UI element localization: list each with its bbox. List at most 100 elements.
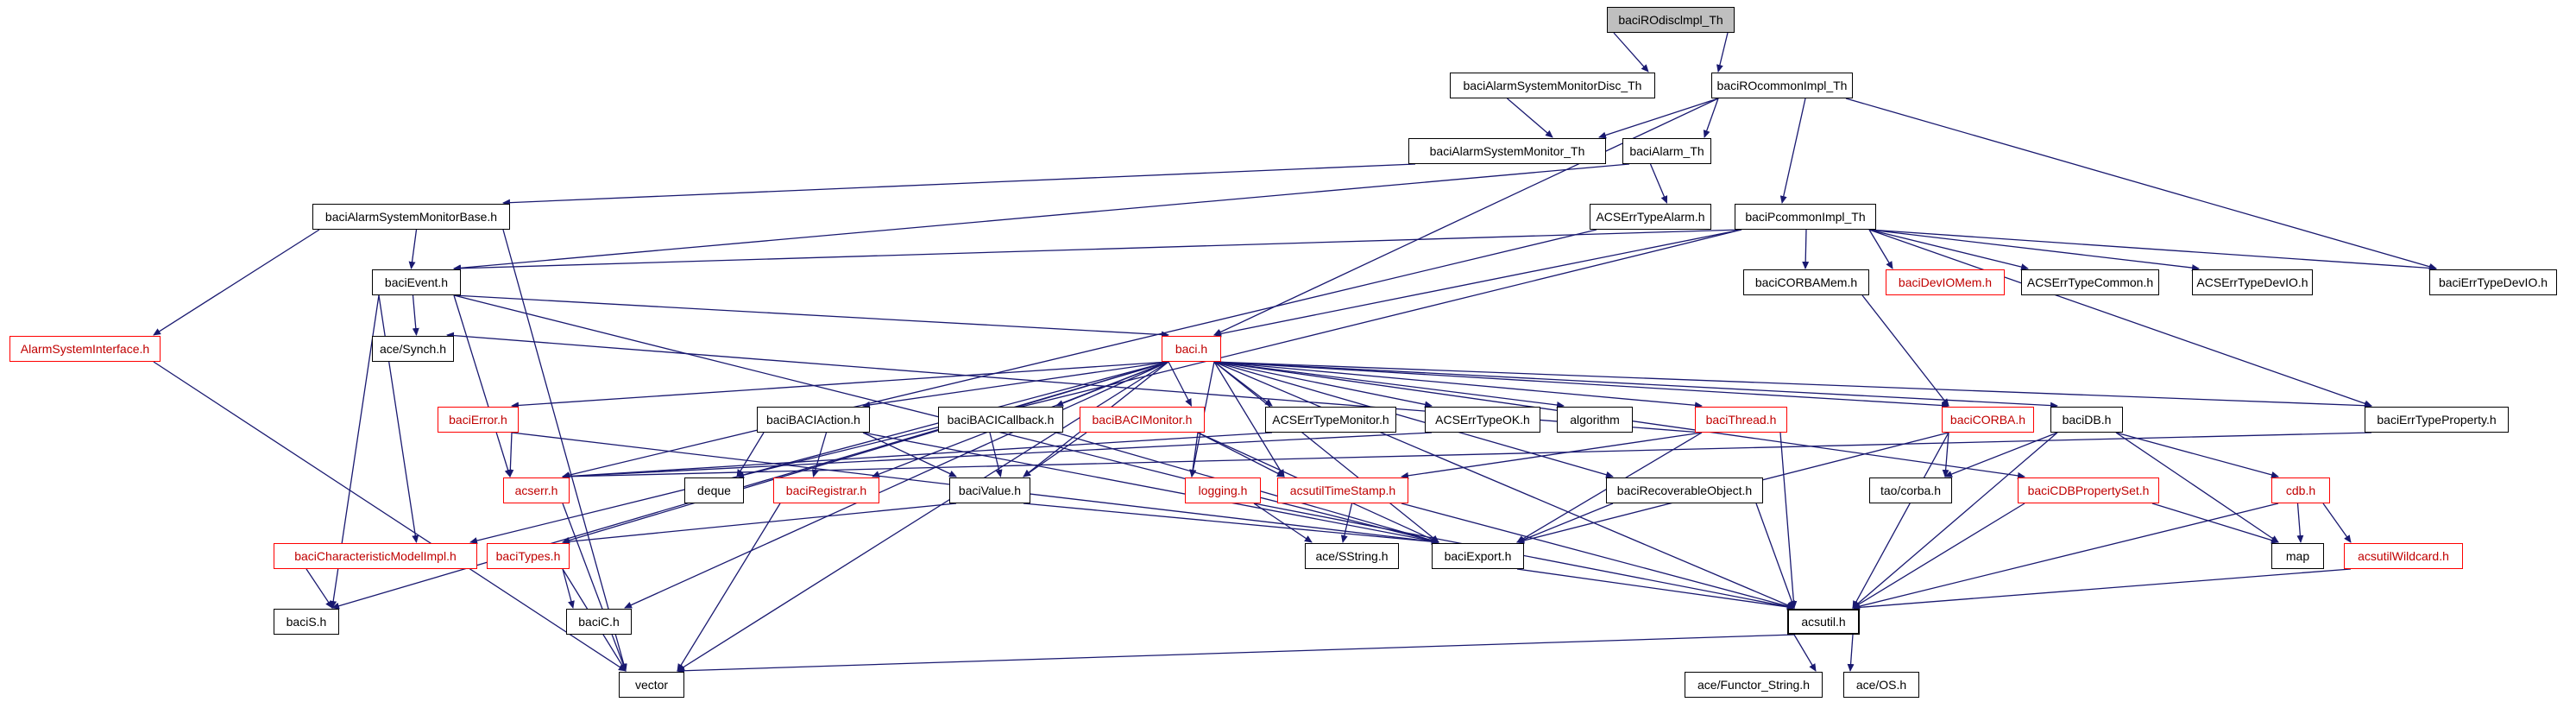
edge-acsutilwildcard-h-to-acsutil-h — [1852, 568, 2352, 611]
edge-bacithread-h-to-acsutil-h — [1779, 432, 1798, 609]
edge-bacialarmsystemmonitorbase-h-to-vector — [502, 229, 627, 672]
node-logging-h[interactable]: logging.h — [1185, 477, 1261, 503]
node-bacibacimonitor-h[interactable]: baciBACIMonitor.h — [1080, 407, 1205, 433]
edge-acserrtypemonitor-h-to-acserr-h — [562, 432, 1273, 480]
edge-bacievent-h-to-acserr-h — [453, 294, 512, 477]
edge-bacipcommonimpl-th-to-acserrtypecommon-h — [1868, 229, 2029, 270]
node-acsutilwildcard-h[interactable]: acsutilWildcard.h — [2344, 543, 2463, 569]
node-cdb-h[interactable]: cdb.h — [2271, 477, 2330, 503]
node-vector: vector — [619, 672, 684, 698]
node-bacidb-h[interactable]: baciDB.h — [2050, 407, 2123, 433]
edge-baci-h-to-bacis-h — [331, 361, 1169, 610]
node-acsutiltimestamp-h[interactable]: acsutilTimeStamp.h — [1277, 477, 1408, 503]
node-bacithread-h[interactable]: baciThread.h — [1695, 407, 1787, 433]
edge-bacipcommonimpl-th-to-bacideviomem-h — [1868, 229, 1893, 269]
node-acserrtypealarm-h[interactable]: ACSErrTypeAlarm.h — [1590, 204, 1711, 230]
edge-bacivalue-h-to-baciexport-h — [1023, 503, 1439, 546]
node-bacialarmsystemmonitordisc-th[interactable]: baciAlarmSystemMonitorDisc_Th — [1450, 73, 1655, 98]
edge-cdb-h-to-acsutilwildcard-h — [2322, 503, 2352, 543]
edge-baci-h-to-bacirecoverableobject-h — [1213, 361, 1614, 478]
node-baci-h[interactable]: baci.h — [1162, 336, 1221, 362]
node-bacialarm-th[interactable]: baciAlarm_Th — [1622, 138, 1711, 164]
edge-bacipcommonimpl-th-to-bacierrtypedevio-h — [1868, 229, 2437, 272]
edge-baci-h-to-baciexport-h — [1213, 361, 1439, 543]
edge-bacibacimonitor-h-to-logging-h — [1189, 432, 1199, 477]
edge-bacicorbamem-h-to-bacicorba-h — [1861, 294, 1949, 407]
node-bacibaciaction-h[interactable]: baciBACIAction.h — [757, 407, 870, 433]
edge-logging-h-to-ace-sstring-h — [1253, 503, 1313, 543]
edge-bacialarm-th-to-acserrtypealarm-h — [1649, 163, 1668, 204]
edge-bacirecoverableobject-h-to-acsutil-h — [1755, 503, 1796, 609]
node-bacivalue-h[interactable]: baciValue.h — [949, 477, 1030, 503]
edge-bacipcommonimpl-th-to-acserrtypedevio-h — [1868, 229, 2200, 272]
node-ace-sstring-h: ace/SString.h — [1305, 543, 1399, 569]
edge-bacitypes-h-to-bacic-h — [562, 568, 575, 609]
node-ace-functor-string-h: ace/Functor_String.h — [1685, 672, 1823, 698]
edge-logging-h-to-acsutil-h — [1253, 503, 1795, 610]
node-bacibacicallback-h[interactable]: baciBACICallback.h — [938, 407, 1063, 433]
edge-bacievent-h-to-baci-h — [453, 294, 1169, 338]
edge-bacidb-h-to-tao-corba-h — [1944, 432, 2058, 477]
node-acsutil-h[interactable]: acsutil.h — [1787, 609, 1860, 635]
edge-baci-h-to-bacibacimonitor-h — [1168, 361, 1193, 407]
edge-bacicharacteristicmodelimpl-h-to-bacis-h — [305, 568, 333, 609]
edge-baci-h-to-bacierrtypeproperty-h — [1213, 361, 2372, 409]
node-bacierrtypedevio-h[interactable]: baciErrTypeDevIO.h — [2429, 269, 2557, 295]
edge-bacirocommonimpl-th-to-baci-h — [1213, 98, 1719, 336]
node-acserrtypemonitor-h[interactable]: ACSErrTypeMonitor.h — [1265, 407, 1396, 433]
edge-bacibacimonitor-h-to-acsutiltimestamp-h — [1197, 432, 1285, 477]
node-bacicdbpropertyset-h[interactable]: baciCDBPropertySet.h — [2018, 477, 2159, 503]
node-bacicharacteristicmodelimpl-h[interactable]: baciCharacteristicModelImpl.h — [274, 543, 477, 569]
edge-bacipcommonimpl-th-to-baci-h — [1213, 229, 1742, 338]
edge-baci-h-to-bacithread-h — [1213, 361, 1703, 409]
node-acserrtypeok-h[interactable]: ACSErrTypeOK.h — [1425, 407, 1540, 433]
node-baciregistrar-h[interactable]: baciRegistrar.h — [773, 477, 879, 503]
node-bacis-h[interactable]: baciS.h — [274, 609, 339, 635]
edge-bacivalue-h-to-bacitypes-h — [562, 503, 957, 546]
edge-bacithread-h-to-acsutiltimestamp-h — [1401, 432, 1703, 479]
node-bacicorba-h[interactable]: baciCORBA.h — [1942, 407, 2034, 433]
edge-acserrtypealarm-h-to-acserr-h — [562, 229, 1597, 479]
edge-bacierror-h-to-acserr-h — [507, 432, 514, 477]
edge-bacirocommonimpl-th-to-bacialarmsystemmonitor-th — [1598, 98, 1719, 139]
node-bacirecoverableobject-h[interactable]: baciRecoverableObject.h — [1606, 477, 1763, 503]
edge-bacirecoverableobject-h-to-baciexport-h — [1516, 503, 1614, 543]
edge-bacidb-h-to-cdb-h — [2115, 432, 2279, 478]
node-bacipcommonimpl-th[interactable]: baciPcommonImpl_Th — [1735, 204, 1876, 230]
edge-baci-h-to-bacicorba-h — [1213, 361, 1949, 409]
edge-baciexport-h-to-acsutil-h — [1516, 568, 1795, 610]
node-alarmsysteminterface-h[interactable]: AlarmSystemInterface.h — [9, 336, 161, 362]
edge-bacibaciaction-h-to-baciregistrar-h — [811, 432, 828, 477]
node-bacicorbamem-h[interactable]: baciCORBAMem.h — [1743, 269, 1869, 295]
node-bacialarmsystemmonitorbase-h[interactable]: baciAlarmSystemMonitorBase.h — [312, 204, 510, 230]
edge-bacialarmsystemmonitor-th-to-bacialarmsystemmonitorbase-h — [502, 163, 1416, 206]
edge-bacibacimonitor-h-to-bacivalue-h — [1023, 432, 1087, 477]
edge-acsutiltimestamp-h-to-acsutil-h — [1401, 503, 1795, 610]
node-bacierror-h[interactable]: baciError.h — [438, 407, 519, 433]
edge-bacidb-h-to-acsutil-h — [1852, 432, 2058, 609]
edge-baci-h-to-bacic-h — [624, 361, 1169, 609]
edge-bacirodisclmpl-th-to-bacialarmsystemmonitordisc-th — [1613, 32, 1649, 73]
edge-acsutil-h-to-vector — [677, 634, 1795, 674]
node-ace-synch-h: ace/Synch.h — [372, 336, 454, 362]
node-deque: deque — [684, 477, 744, 503]
node-baciexport-h[interactable]: baciExport.h — [1432, 543, 1524, 569]
edge-bacierrtypeproperty-h-to-acserr-h — [562, 432, 2372, 480]
node-bacideviomem-h[interactable]: baciDevIOMem.h — [1886, 269, 2005, 295]
node-acserr-h[interactable]: acserr.h — [503, 477, 570, 503]
node-bacierrtypeproperty-h[interactable]: baciErrTypeProperty.h — [2365, 407, 2509, 433]
edge-baci-h-to-acsutiltimestamp-h — [1213, 361, 1285, 477]
node-acserrtypedevio-h[interactable]: ACSErrTypeDevIO.h — [2192, 269, 2313, 295]
edge-bacibaciaction-h-to-deque — [736, 432, 765, 477]
edge-bacirodisclmpl-th-to-bacirocommonimpl-th — [1716, 32, 1729, 73]
node-acserrtypecommon-h[interactable]: ACSErrTypeCommon.h — [2021, 269, 2159, 295]
node-bacitypes-h[interactable]: baciTypes.h — [487, 543, 570, 569]
node-bacialarmsystemmonitor-th[interactable]: baciAlarmSystemMonitor_Th — [1408, 138, 1606, 164]
edge-baci-h-to-bacierror-h — [511, 361, 1169, 409]
node-bacievent-h[interactable]: baciEvent.h — [372, 269, 461, 295]
node-bacirocommonimpl-th[interactable]: baciROcommonImpl_Th — [1711, 73, 1853, 98]
edge-bacicdbpropertyset-h-to-map — [2151, 503, 2279, 544]
edge-acsutil-h-to-ace-functor-string-h — [1793, 634, 1817, 672]
node-bacic-h[interactable]: baciC.h — [566, 609, 632, 635]
